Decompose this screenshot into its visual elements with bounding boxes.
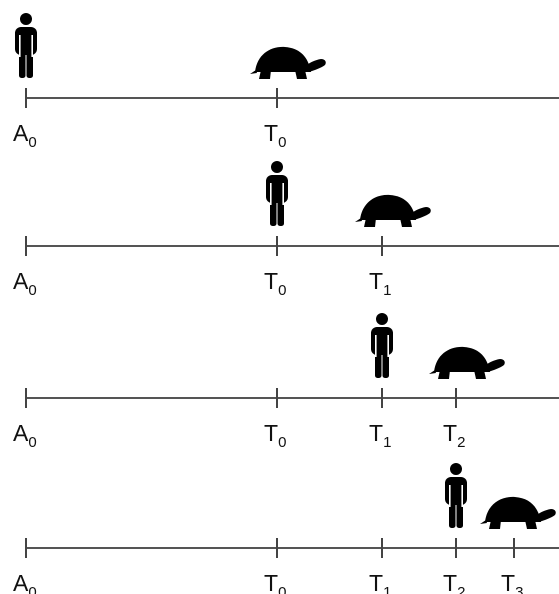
tick-label: T1 [369, 420, 391, 451]
tick-label-subscript: 3 [515, 584, 523, 594]
tortoise-icon [429, 346, 505, 379]
tick-label-subscript: 0 [278, 434, 286, 451]
tortoise-icon [355, 194, 431, 227]
tick-label-base: A [13, 570, 29, 594]
person-icon [371, 313, 393, 378]
tick-label-subscript: 0 [278, 134, 286, 151]
tick-label-base: T [264, 420, 278, 446]
tick-label: T2 [443, 570, 465, 594]
tick-label: A0 [13, 120, 37, 151]
tick-label-subscript: 2 [457, 434, 465, 451]
tick-label-subscript: 2 [457, 584, 465, 594]
tick-label-subscript: 0 [278, 584, 286, 594]
tick-label-base: T [369, 268, 383, 294]
tick-label-subscript: 1 [383, 584, 391, 594]
person-icon [266, 161, 288, 226]
tick-label: T3 [501, 570, 523, 594]
tick-label-base: T [443, 570, 457, 594]
tick-label-base: T [369, 570, 383, 594]
tick-label: T0 [264, 268, 286, 299]
tick-label-base: T [264, 268, 278, 294]
tortoise-icon [250, 46, 326, 79]
tick-label: T2 [443, 420, 465, 451]
tick-label: T0 [264, 570, 286, 594]
tick-label-subscript: 0 [28, 584, 36, 594]
tick-label-base: A [13, 268, 29, 294]
tick-label-base: A [13, 120, 29, 146]
tick-label: A0 [13, 570, 37, 594]
tick-label-subscript: 1 [383, 434, 391, 451]
tick-label-base: T [369, 420, 383, 446]
tick-label: A0 [13, 268, 37, 299]
person-icon [445, 463, 467, 528]
tick-label-base: A [13, 420, 29, 446]
tick-label-subscript: 0 [28, 434, 36, 451]
tick-label: T1 [369, 570, 391, 594]
tick-label: T0 [264, 120, 286, 151]
tick-label: T1 [369, 268, 391, 299]
person-icon [15, 13, 37, 78]
tick-label-subscript: 0 [28, 282, 36, 299]
tortoise-icon [480, 496, 556, 529]
tick-label-base: T [264, 120, 278, 146]
tick-label: A0 [13, 420, 37, 451]
tick-label: T0 [264, 420, 286, 451]
tick-label-base: T [264, 570, 278, 594]
tick-label-base: T [501, 570, 515, 594]
tick-label-base: T [443, 420, 457, 446]
tick-label-subscript: 1 [383, 282, 391, 299]
tick-label-subscript: 0 [278, 282, 286, 299]
tick-label-subscript: 0 [28, 134, 36, 151]
